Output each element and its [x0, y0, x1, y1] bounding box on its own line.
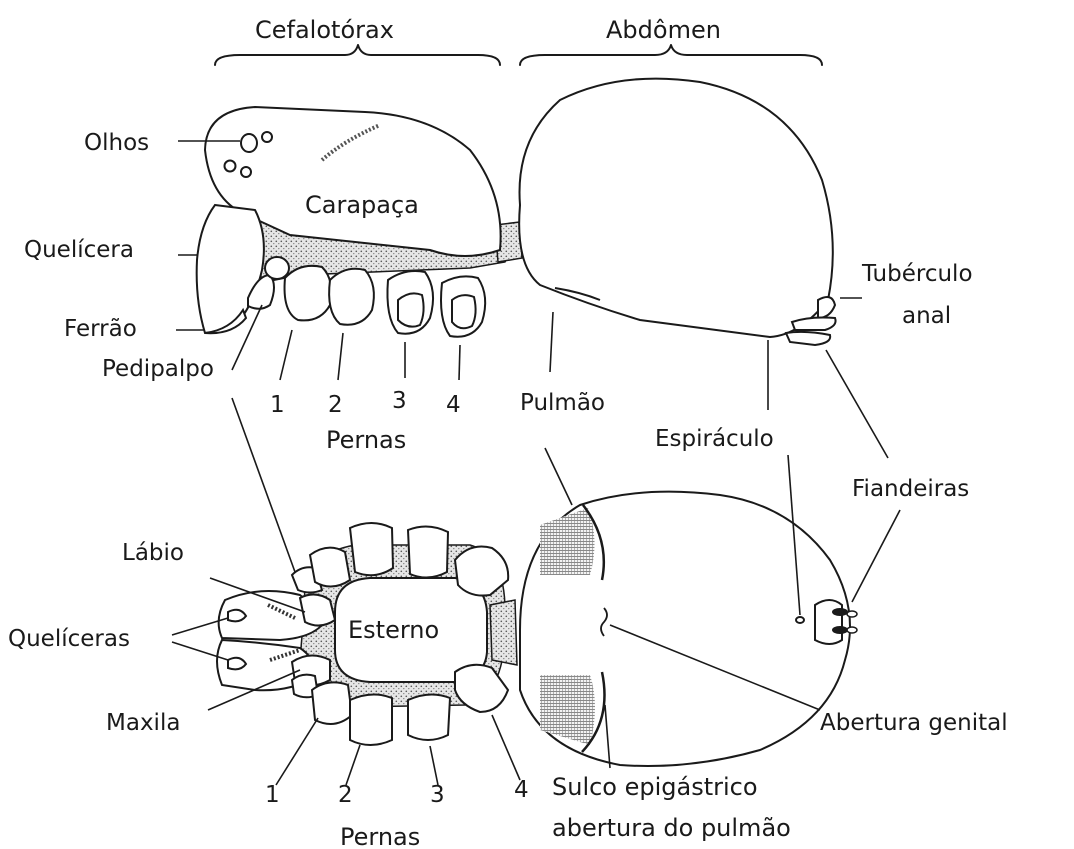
chelicera-side — [197, 205, 264, 333]
label-sulco-1: Sulco epigástrico — [552, 773, 758, 801]
label-carapaca: Carapaça — [305, 191, 419, 219]
abdomen-brace — [520, 45, 822, 65]
label-espiraculo: Espiráculo — [655, 426, 774, 452]
abdomen-side — [519, 79, 833, 337]
leg-number-top-2: 2 — [328, 392, 343, 418]
leg-number-top-1: 1 — [270, 392, 285, 418]
leg-number-bottom-4: 4 — [514, 777, 529, 803]
leader-pulmao-top — [550, 312, 553, 372]
leg-number-bottom-2: 2 — [338, 782, 353, 808]
label-abdomen: Abdômen — [606, 16, 721, 44]
label-pernas-top: Pernas — [326, 426, 406, 454]
leader-fiandeiras-bottom — [852, 510, 900, 602]
label-quelicera: Quelícera — [24, 237, 134, 263]
label-abertura-genital: Abertura genital — [820, 710, 1008, 736]
pedipalp-segment — [265, 257, 289, 279]
leader-leg3-bottom — [430, 746, 438, 785]
leader-leg2-top — [338, 333, 343, 380]
label-cefalotorax: Cefalotórax — [255, 16, 394, 44]
leg-number-top-3: 3 — [392, 388, 407, 414]
label-pulmao: Pulmão — [520, 390, 605, 416]
label-tuberculo-2: anal — [902, 303, 951, 329]
leader-leg1-top — [280, 330, 292, 380]
label-labio: Lábio — [122, 540, 184, 566]
legs-side — [285, 266, 486, 337]
label-fiandeiras: Fiandeiras — [852, 476, 969, 502]
leader-leg2-bottom — [346, 745, 360, 785]
labium — [300, 594, 335, 625]
leader-leg1-bottom — [276, 718, 318, 785]
book-lung-upper — [540, 508, 595, 575]
leader-pulmao-bottom — [545, 448, 572, 505]
label-olhos: Olhos — [84, 130, 149, 156]
leader-leg4-bottom — [492, 715, 520, 780]
cefalotorax-brace — [215, 45, 500, 65]
label-queliceras: Quelíceras — [8, 626, 130, 652]
label-ferrao: Ferrão — [64, 316, 137, 342]
leg-number-bottom-3: 3 — [430, 782, 445, 808]
label-pernas-bottom: Pernas — [340, 823, 420, 849]
leg-number-top-4: 4 — [446, 392, 461, 418]
label-esterno: Esterno — [348, 616, 439, 644]
leader-leg4-top — [459, 345, 460, 380]
label-maxila: Maxila — [106, 710, 180, 736]
label-pedipalpo: Pedipalpo — [102, 356, 214, 382]
spiracle — [796, 617, 804, 623]
label-sulco-2: abertura do pulmão — [552, 814, 791, 842]
leg-number-bottom-1: 1 — [265, 782, 280, 808]
leader-fiandeiras-top — [826, 350, 888, 458]
pedicel-ventral — [490, 600, 517, 665]
leader-pedipalpo-bottom — [232, 398, 295, 572]
label-tuberculo-1: Tubérculo — [861, 261, 973, 287]
